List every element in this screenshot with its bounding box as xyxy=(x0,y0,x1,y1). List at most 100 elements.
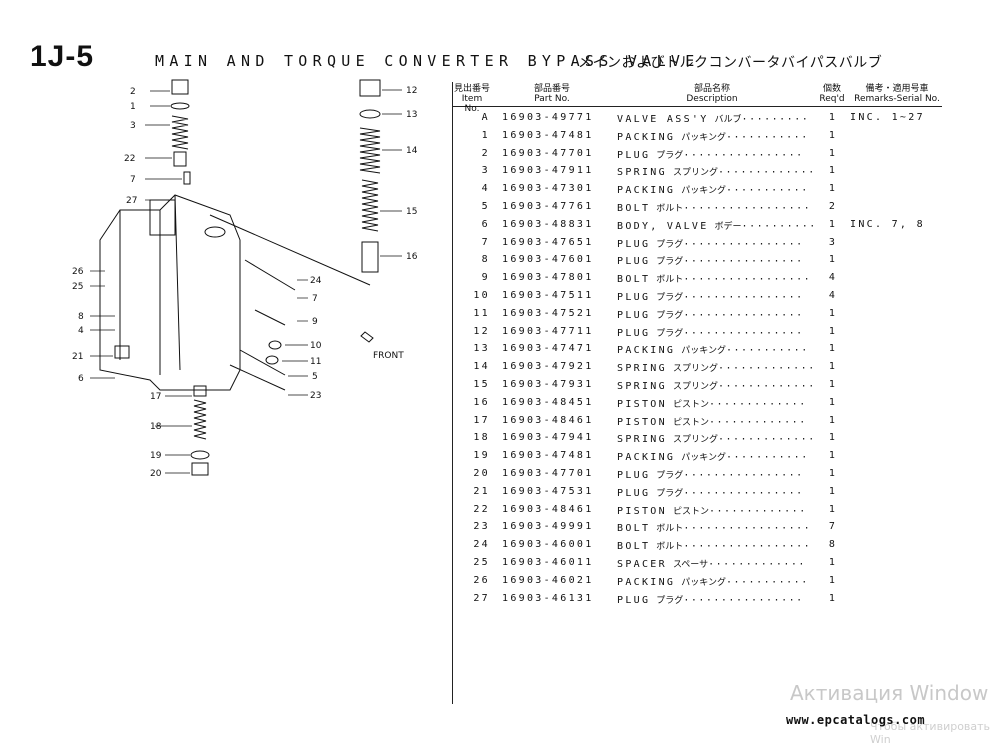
item-number: 15 xyxy=(473,379,490,390)
item-number: 8 xyxy=(481,254,490,266)
quantity: 3 xyxy=(828,236,838,248)
quantity: 2 xyxy=(828,201,838,212)
quantity: 1 xyxy=(828,361,838,373)
quantity: 8 xyxy=(828,539,838,551)
part-number: 16903-47471 xyxy=(502,343,594,355)
quantity: 1 xyxy=(828,396,838,408)
quantity: 1 xyxy=(828,307,838,319)
item-number: 12 xyxy=(473,325,490,337)
quantity: 1 xyxy=(828,592,838,604)
callout-label: 22 xyxy=(124,154,135,164)
packing-13-shape xyxy=(359,109,381,119)
packing-19-shape xyxy=(190,450,210,460)
item-number: 11 xyxy=(473,307,490,319)
page-title-code: 1J-5 xyxy=(30,40,95,73)
item-number: 2 xyxy=(481,147,490,159)
part-number: 16903-47921 xyxy=(502,361,594,373)
quantity: 1 xyxy=(828,485,838,497)
quantity: 1 xyxy=(828,165,838,177)
callout-label: 26 xyxy=(72,267,84,277)
part-number: 16903-49991 xyxy=(502,521,594,533)
quantity: 1 xyxy=(828,414,838,426)
spring-3-shape xyxy=(171,115,189,150)
quantity: 1 xyxy=(828,254,838,266)
part-number: 16903-47701 xyxy=(502,468,594,479)
quantity: 1 xyxy=(828,129,838,141)
part-number: 16903-47801 xyxy=(502,272,594,284)
item-number: 20 xyxy=(473,468,490,479)
quantity: 1 xyxy=(828,183,838,195)
part-number: 16903-47931 xyxy=(502,379,594,390)
part-number: 16903-47911 xyxy=(502,165,594,177)
callout-label: 14 xyxy=(406,146,418,156)
callout-label: 25 xyxy=(72,282,83,292)
quantity: 7 xyxy=(828,521,838,533)
callout-label: 13 xyxy=(406,110,417,120)
callout-label: 10 xyxy=(310,341,322,351)
valve-body-edges xyxy=(119,194,181,375)
quantity: 1 xyxy=(828,503,838,515)
item-number: 18 xyxy=(473,432,490,444)
valve-body-top-block xyxy=(149,199,176,236)
plug-21-shape xyxy=(114,345,130,359)
bolt-24-shape xyxy=(244,259,296,291)
item-number: 23 xyxy=(473,521,490,533)
part-number: 16903-47711 xyxy=(502,325,594,337)
part-number: 16903-47481 xyxy=(502,129,594,141)
remarks: INC. 7, 8 xyxy=(850,218,925,230)
item-number: 1 xyxy=(481,129,490,141)
part-number: 16903-47511 xyxy=(502,290,594,301)
quantity: 4 xyxy=(828,272,838,284)
callout-label: 4 xyxy=(78,326,84,336)
item-number: A xyxy=(481,112,490,123)
table-left-border xyxy=(452,82,453,704)
callout-label: 1 xyxy=(130,102,136,112)
callout-label: 8 xyxy=(78,312,84,322)
part-number: 16903-47481 xyxy=(502,450,594,462)
item-number: 13 xyxy=(473,343,490,355)
callout-label: 11 xyxy=(310,357,321,367)
item-number: 10 xyxy=(473,290,490,301)
activation-watermark: Активация Window xyxy=(790,681,989,705)
item-number: 25 xyxy=(473,557,490,568)
part-number: 16903-48461 xyxy=(502,503,594,515)
plug-10-shape xyxy=(268,340,282,350)
callout-label: 27 xyxy=(126,196,137,206)
part-number: 16903-47761 xyxy=(502,201,594,212)
page-title-japanese: メインおよびトルクコンバータバイパスバルブ xyxy=(578,55,883,71)
footer-url: www.epcatalogs.com xyxy=(786,713,926,727)
bolt-23-shape xyxy=(229,364,286,391)
quantity: 1 xyxy=(828,147,838,159)
piston-17-shape xyxy=(193,385,207,397)
bolt-9-shape xyxy=(254,309,286,326)
callout-label: 24 xyxy=(310,276,322,286)
page-title: MAIN AND TORQUE CONVERTER BYPASS VALVE xyxy=(155,52,700,70)
item-number: 14 xyxy=(473,361,490,373)
